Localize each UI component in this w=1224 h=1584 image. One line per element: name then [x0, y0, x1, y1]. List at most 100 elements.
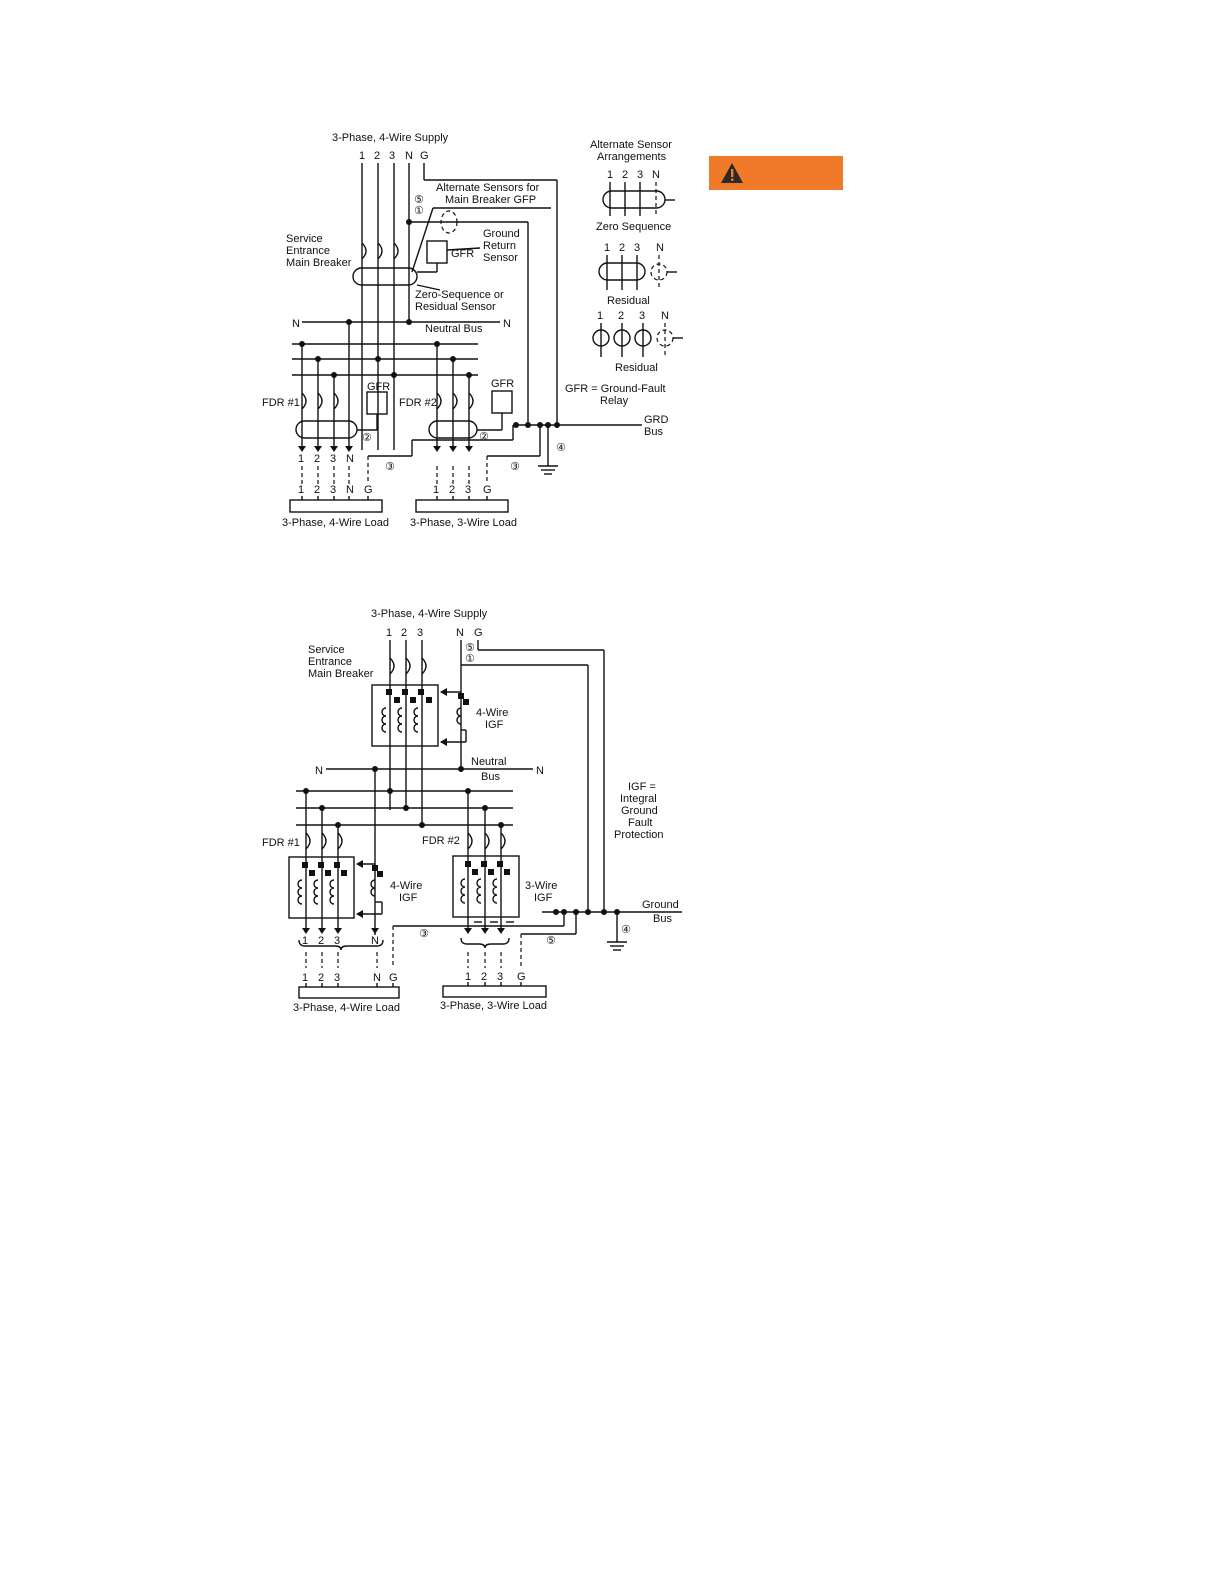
d1-ground-return-label: Ground Return Sensor	[483, 228, 523, 264]
alt-r1-n: N	[656, 242, 664, 254]
d2-circle-3b: ⑤	[546, 935, 556, 947]
alt-r2-1: 1	[597, 310, 603, 322]
d2-l1-top-3: 3	[334, 935, 340, 947]
d1-fdr1-label: FDR #1	[262, 397, 300, 409]
alt-r1-2: 2	[619, 242, 625, 254]
d1-l2-bot-1: 1	[433, 484, 439, 496]
d2-term-3: 3	[417, 627, 423, 639]
d2-supply-label: 3-Phase, 4-Wire Supply	[371, 608, 488, 620]
d2-circle-3a: ③	[419, 928, 429, 940]
d1-l1-top-2: 2	[314, 453, 320, 465]
d1-zero-seq-label: Zero-Sequence or Residual Sensor	[415, 289, 507, 313]
warning-badge	[709, 156, 843, 190]
d2-igf3-fdr-label: 3-Wire IGF	[525, 880, 560, 904]
d1-load1-label: 3-Phase, 4-Wire Load	[282, 517, 389, 529]
d2-load2-label: 3-Phase, 3-Wire Load	[440, 1000, 547, 1012]
d1-circle-2a: ②	[362, 432, 372, 444]
d1-l2-bot-2: 2	[449, 484, 455, 496]
diagram-2: 3-Phase, 4-Wire Supply 1 2 3 N G ⑤ ① Ser…	[262, 608, 682, 1014]
d2-n-left: N	[315, 765, 323, 777]
warning-triangle-icon	[721, 163, 743, 183]
d2-service-breaker-label: Service Entrance Main Breaker	[308, 644, 374, 680]
d2-n-right: N	[536, 765, 544, 777]
d2-fdr1-label: FDR #1	[262, 837, 300, 849]
d1-load2-label: 3-Phase, 3-Wire Load	[410, 517, 517, 529]
d2-l2-bot-1: 1	[465, 971, 471, 983]
d1-term-2: 2	[374, 150, 380, 162]
d1-circle-2b: ②	[479, 431, 489, 443]
d1-l2-bot-3: 3	[465, 484, 471, 496]
d1-circle-5: ⑤	[414, 194, 424, 206]
d1-l1-top-3: 3	[330, 453, 336, 465]
d1-neutral-bus-label: Neutral Bus	[425, 323, 483, 335]
d1-service-breaker-label: Service Entrance Main Breaker	[286, 233, 352, 269]
d2-term-1: 1	[386, 627, 392, 639]
d1-alt-arrangements-label: Alternate Sensor Arrangements	[590, 139, 675, 163]
d2-fdr2-label: FDR #2	[422, 835, 460, 847]
d1-l1-bot-3: 3	[330, 484, 336, 496]
d2-l1-bot-3: 3	[334, 972, 340, 984]
alt-zero-seq-label: Zero Sequence	[596, 221, 671, 233]
alt-zs-1: 1	[607, 169, 613, 181]
alt-residual-label-2: Residual	[615, 362, 658, 374]
d2-igf-definition: IGF = Integral Ground Fault Protection	[614, 781, 664, 841]
d2-neutral-bus-label: Neutral Bus	[471, 756, 510, 783]
d2-circle-1: ①	[465, 653, 475, 665]
d1-circle-4: ④	[556, 442, 566, 454]
d2-l1-top-1: 1	[302, 935, 308, 947]
d2-l1-bot-g: G	[389, 972, 398, 984]
alt-residual-1: 1 2 3 N Residual	[598, 242, 677, 307]
d2-igf4-fdr-label: 4-Wire IGF	[390, 880, 425, 904]
d2-l1-bot-n: N	[373, 972, 381, 984]
alt-zs-n: N	[652, 169, 660, 181]
d2-circle-5: ⑤	[465, 642, 475, 654]
d2-term-2: 2	[401, 627, 407, 639]
d1-l1-top-n: N	[346, 453, 354, 465]
diagram-1: 3-Phase, 4-Wire Supply 1 2 3 N G GFR ⑤	[262, 132, 683, 529]
d1-circle-1: ①	[414, 205, 424, 217]
d2-l1-bot-2: 2	[318, 972, 324, 984]
alt-r2-n: N	[661, 310, 669, 322]
d1-l2-bot-g: G	[483, 484, 492, 496]
alt-residual-label-1: Residual	[607, 295, 650, 307]
d2-l1-bot-1: 1	[302, 972, 308, 984]
d1-supply-label: 3-Phase, 4-Wire Supply	[332, 132, 449, 144]
d1-fdr2-gfr: GFR	[491, 378, 514, 390]
alt-zs-2: 2	[622, 169, 628, 181]
d2-l2-bot-2: 2	[481, 971, 487, 983]
d2-igf4-main-label: 4-Wire IGF	[476, 707, 511, 731]
d1-gfr-definition: GFR = Ground-Fault Relay	[565, 383, 669, 407]
d1-gfr-label: GFR	[451, 248, 474, 260]
d1-circle-3b: ③	[510, 461, 520, 473]
d2-term-g: G	[474, 627, 483, 639]
d2-l1-top-2: 2	[318, 935, 324, 947]
alt-residual-2: 1 2 3 N Residual	[592, 310, 683, 374]
d1-term-1: 1	[359, 150, 365, 162]
d1-l1-bot-n: N	[346, 484, 354, 496]
d2-l2-bot-g: G	[517, 971, 526, 983]
d1-l1-bot-2: 2	[314, 484, 320, 496]
d1-term-n: N	[405, 150, 413, 162]
d2-l1-top-n: N	[371, 935, 379, 947]
d1-n-left: N	[292, 318, 300, 330]
d1-l1-top-1: 1	[298, 453, 304, 465]
d2-load1-label: 3-Phase, 4-Wire Load	[293, 1002, 400, 1014]
alt-r2-2: 2	[618, 310, 624, 322]
d1-term-3: 3	[389, 150, 395, 162]
d1-fdr1-gfr: GFR	[367, 381, 390, 393]
alt-zero-sequence: 1 2 3 N Zero Sequence	[596, 169, 675, 233]
d2-term-n: N	[456, 627, 464, 639]
d1-circle-3a: ③	[385, 461, 395, 473]
d1-l1-bot-g: G	[364, 484, 373, 496]
alt-r1-3: 3	[634, 242, 640, 254]
d1-l1-bot-1: 1	[298, 484, 304, 496]
d1-alt-sensors-label: Alternate Sensors for Main Breaker GFP	[436, 182, 542, 206]
alt-r1-1: 1	[604, 242, 610, 254]
alt-r2-3: 3	[639, 310, 645, 322]
d2-l2-bot-3: 3	[497, 971, 503, 983]
d1-term-g: G	[420, 150, 429, 162]
d1-n-right: N	[503, 318, 511, 330]
d1-grd-bus-label: GRD Bus	[644, 414, 672, 438]
d2-ground-bus-label: Ground Bus	[642, 899, 682, 925]
